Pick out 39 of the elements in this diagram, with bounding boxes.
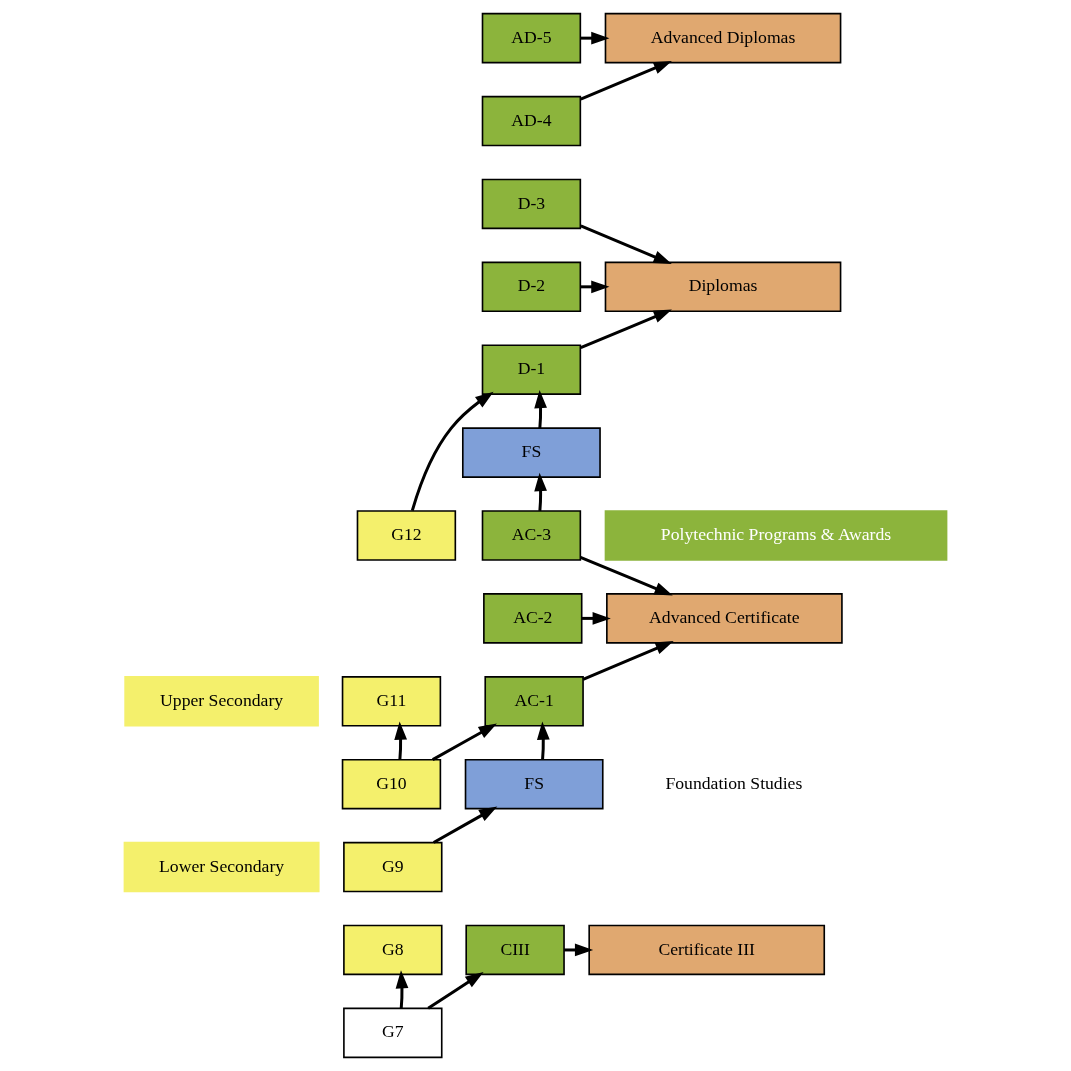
arrow	[432, 806, 498, 844]
node-box: AC-2	[483, 593, 583, 644]
arrow	[410, 391, 494, 512]
arrow	[579, 555, 673, 596]
node-box: Polytechnic Programs & Awards	[604, 510, 948, 561]
node-box: AD-4	[481, 95, 582, 147]
arrow	[395, 970, 409, 1009]
node-box: D-2	[481, 261, 582, 313]
node-box: AC-1	[484, 676, 584, 727]
arrow	[580, 309, 672, 350]
arrow	[580, 60, 672, 101]
arrow	[534, 389, 547, 429]
node-box: G12	[356, 510, 457, 561]
arrow	[536, 721, 550, 760]
node-box: G7	[343, 1007, 443, 1059]
node-box: Certificate III	[588, 924, 826, 976]
node-box: FS	[464, 758, 604, 810]
node-box: G11	[341, 676, 442, 727]
node-box: Lower Secondary	[123, 841, 320, 893]
arrow	[582, 641, 674, 681]
node-box: AD-5	[481, 12, 582, 64]
node-box: D-1	[481, 344, 582, 395]
arrow	[394, 721, 408, 760]
node-box: AC-3	[481, 510, 582, 561]
arrow	[580, 224, 672, 264]
arrow	[427, 971, 484, 1010]
arrow	[432, 723, 497, 761]
arrow	[534, 472, 547, 512]
node-box: CIII	[465, 924, 565, 976]
node-box: G8	[343, 924, 443, 976]
node-box: Diplomas	[604, 261, 842, 313]
node-box: FS	[462, 427, 601, 478]
node-box: Advanced Diplomas	[604, 12, 842, 64]
node-box: G10	[341, 758, 442, 810]
node-label: Foundation Studies	[665, 772, 803, 793]
node-box: G9	[343, 841, 443, 893]
node-box: Advanced Certificate	[606, 593, 843, 644]
node-box: Upper Secondary	[124, 676, 319, 727]
node-box: D-3	[481, 178, 582, 230]
